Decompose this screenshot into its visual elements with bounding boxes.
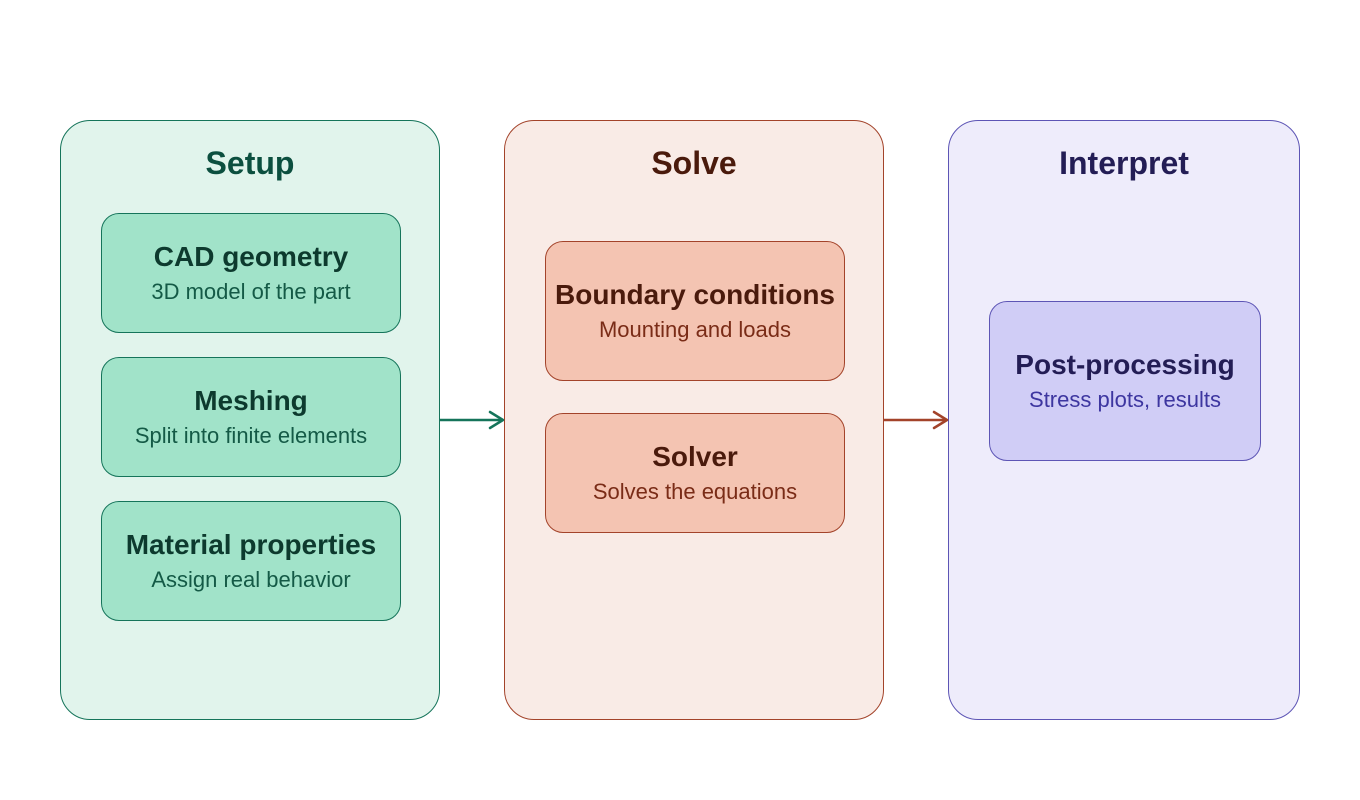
step-meshing: Meshing Split into finite elements	[101, 357, 401, 477]
step-material-properties: Material properties Assign real behavior	[101, 501, 401, 621]
step-subtitle: Assign real behavior	[151, 567, 351, 592]
stage-setup-title: Setup	[205, 145, 295, 181]
step-subtitle: Solves the equations	[592, 479, 798, 504]
step-title: Boundary conditions	[555, 279, 835, 310]
step-cad-geometry: CAD geometry 3D model of the part	[101, 213, 401, 333]
arrow-solve-to-interpret	[884, 410, 949, 430]
step-title: CAD geometry	[153, 241, 349, 272]
stage-solve-title: Solve	[651, 145, 737, 181]
step-title: Solver	[652, 441, 738, 472]
step-boundary-conditions: Boundary conditions Mounting and loads	[545, 241, 845, 381]
stage-solve-panel: Solve Boundary conditions Mounting and l…	[504, 120, 884, 720]
arrow-setup-to-solve	[440, 410, 505, 430]
stage-interpret-title: Interpret	[1059, 145, 1189, 181]
step-title: Meshing	[194, 385, 308, 416]
step-solver: Solver Solves the equations	[545, 413, 845, 533]
step-post-processing: Post-processing Stress plots, results	[989, 301, 1261, 461]
stage-interpret-panel: Interpret Post-processing Stress plots, …	[948, 120, 1300, 720]
step-title: Material properties	[125, 529, 377, 560]
step-subtitle: Stress plots, results	[1029, 387, 1221, 412]
step-subtitle: Mounting and loads	[598, 317, 792, 342]
step-title: Post-processing	[1015, 349, 1235, 380]
step-subtitle: 3D model of the part	[151, 279, 351, 304]
stage-setup-panel: Setup CAD geometry 3D model of the part …	[60, 120, 440, 720]
step-subtitle: Split into finite elements	[134, 423, 368, 448]
